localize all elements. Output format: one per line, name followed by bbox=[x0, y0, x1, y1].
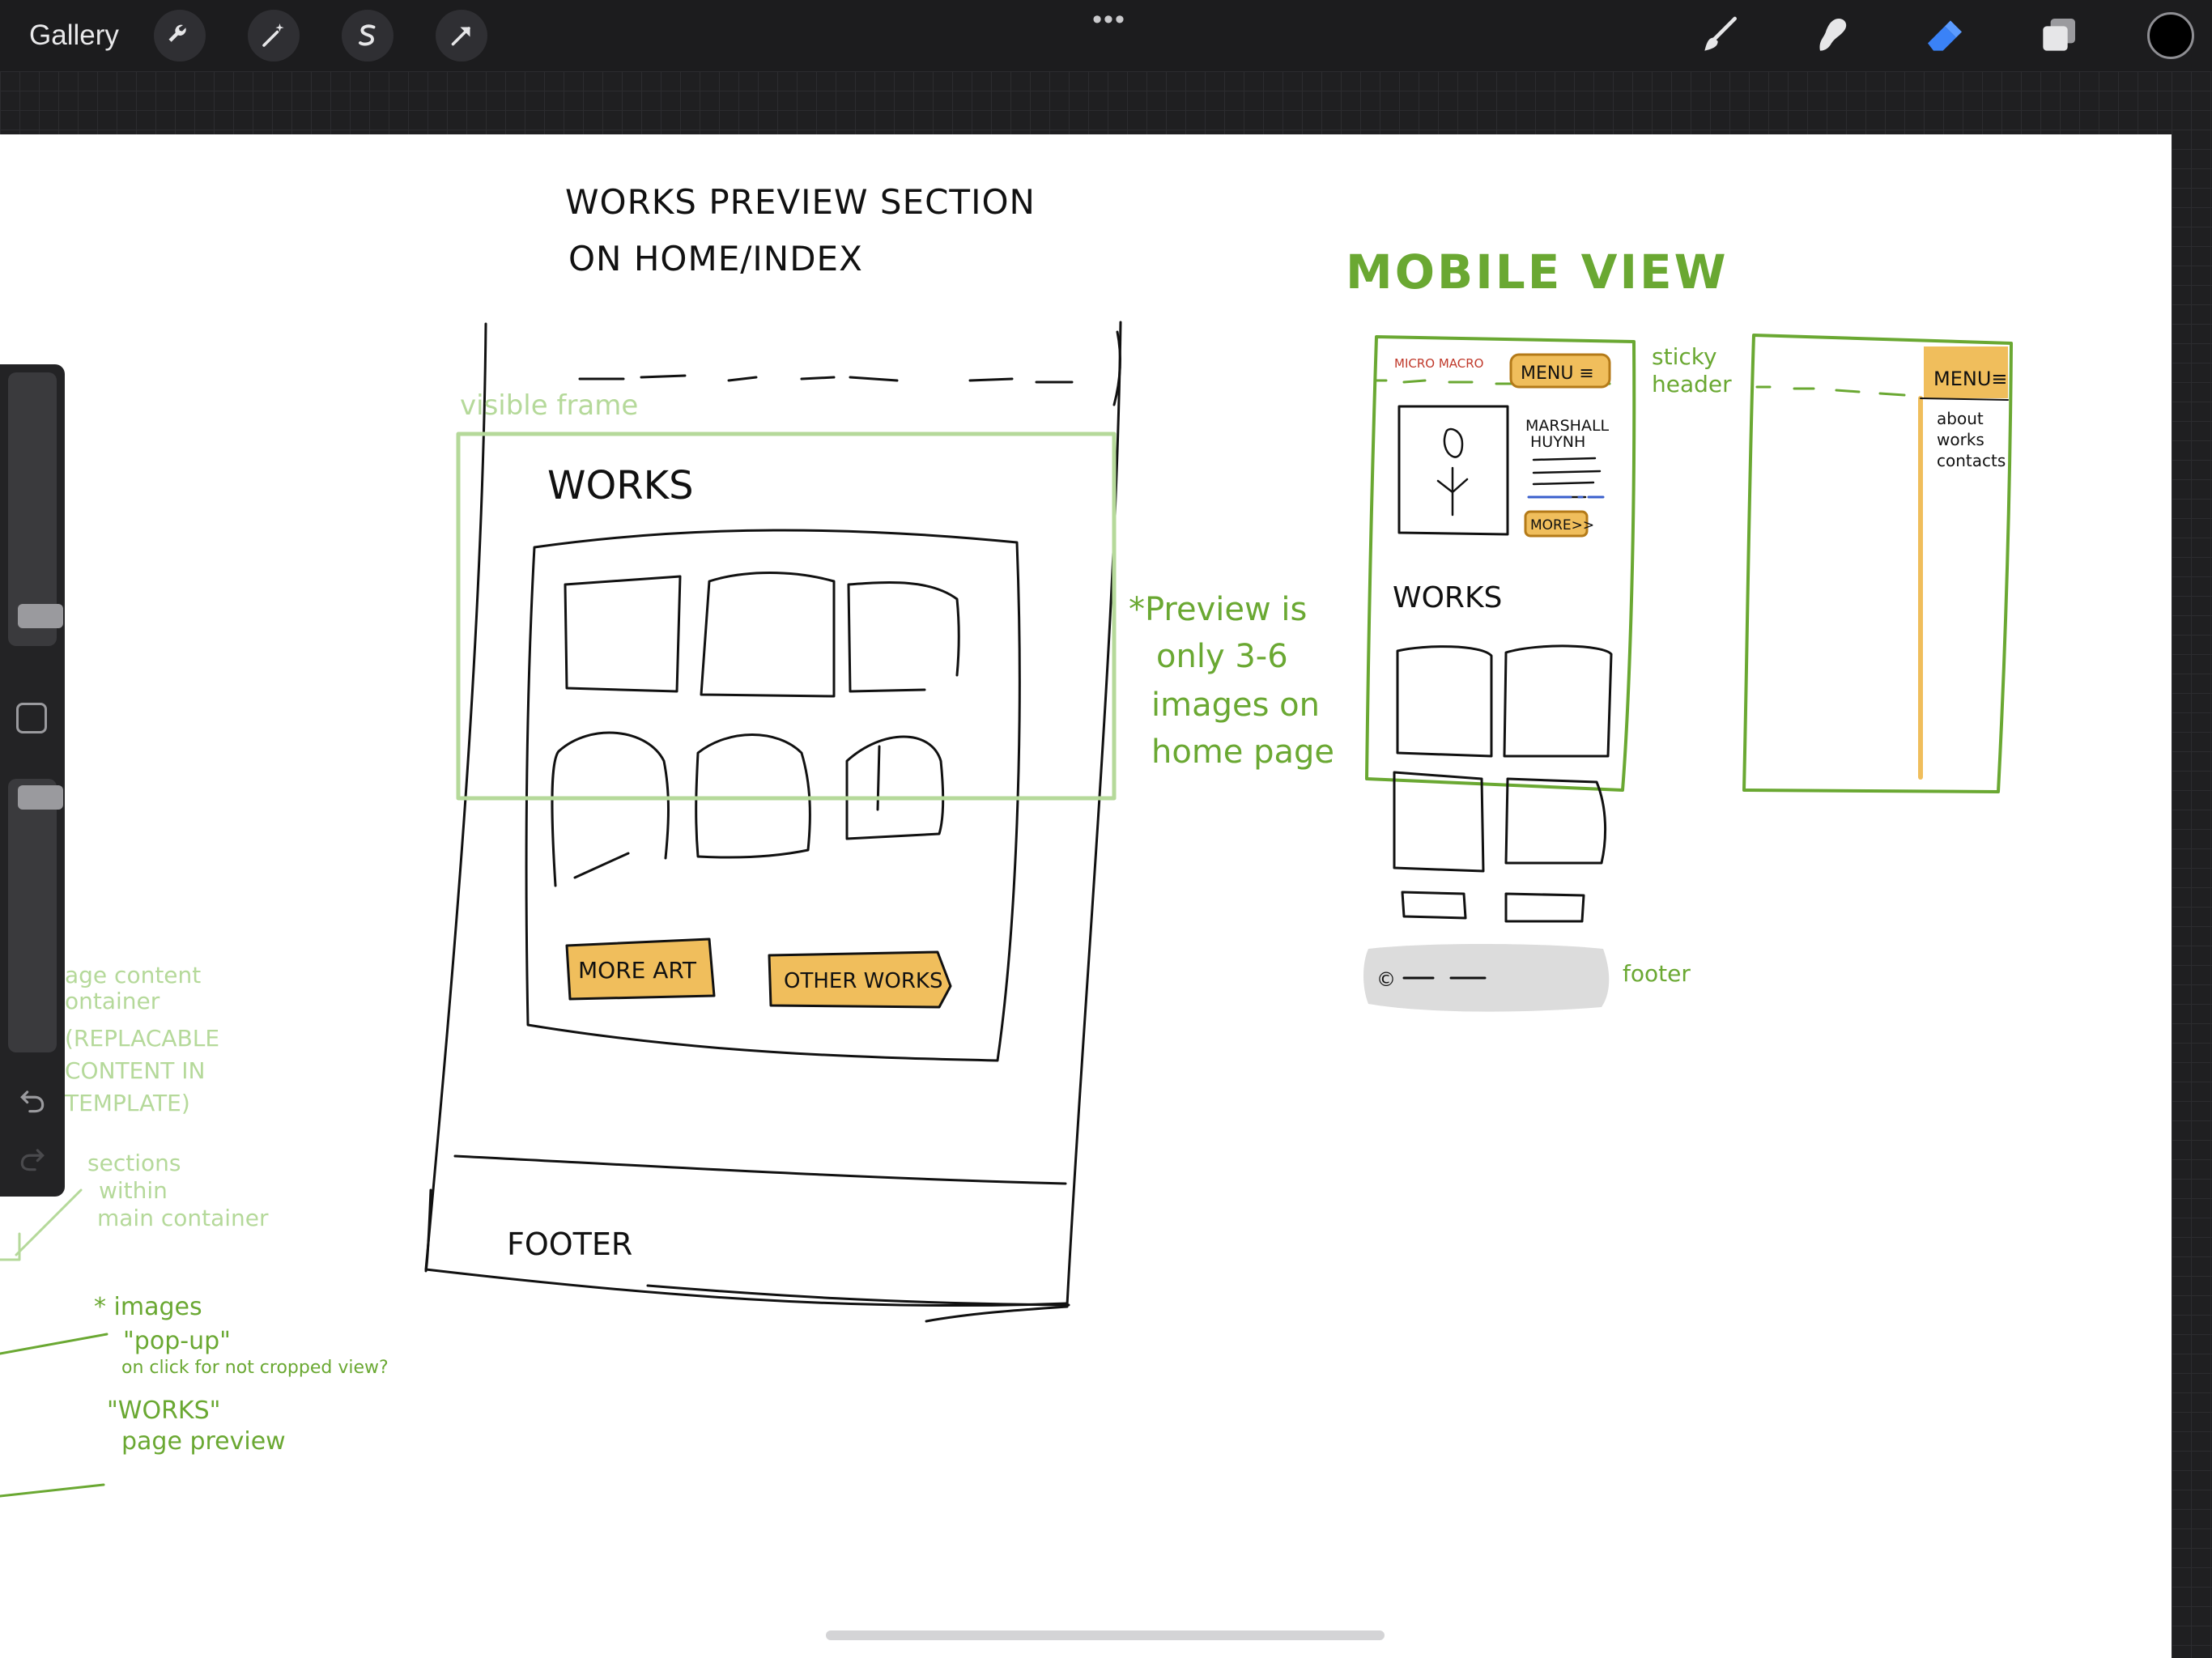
magic-wand-icon bbox=[262, 23, 284, 47]
brush-size-slider[interactable] bbox=[8, 372, 63, 646]
preview-note-line4: home page bbox=[1151, 733, 1334, 771]
home-indicator[interactable] bbox=[826, 1630, 1385, 1640]
images-note-line3: on click for not cropped view? bbox=[121, 1358, 389, 1378]
visible-frame-label: visible frame bbox=[460, 389, 638, 422]
brush-tool-button[interactable] bbox=[1695, 11, 1744, 60]
images-note-line2: "pop-up" bbox=[123, 1327, 231, 1355]
page-content-note-line3: (REPLACABLE bbox=[65, 1025, 219, 1052]
sections-note: sections within main container bbox=[87, 1150, 269, 1231]
mobile-view-title: MOBILE VIEW bbox=[1346, 244, 1729, 300]
mobile-menu-item-works: works bbox=[1937, 430, 1984, 449]
wrench-icon bbox=[168, 24, 186, 42]
arrow-cursor-icon bbox=[451, 27, 470, 46]
images-popup-note: * images "pop-up" on click for not cropp… bbox=[94, 1293, 389, 1456]
color-picker-button[interactable] bbox=[2147, 12, 2194, 59]
sections-note-line3: main container bbox=[97, 1205, 269, 1231]
actions-button[interactable] bbox=[154, 10, 206, 62]
mobile-menu-open-label: MENU≡ bbox=[1933, 368, 2008, 390]
more-art-button: MORE ART bbox=[565, 937, 716, 1001]
undo-icon bbox=[20, 1090, 45, 1113]
layers-icon bbox=[2043, 19, 2075, 51]
brush-icon bbox=[1704, 16, 1737, 51]
sections-pointer-line bbox=[0, 1188, 83, 1261]
images-note-line5: page preview bbox=[121, 1427, 286, 1456]
page-content-note-line1: age content bbox=[65, 962, 201, 988]
sections-note-line2: within bbox=[99, 1177, 168, 1204]
brush-size-thumb[interactable] bbox=[18, 604, 63, 628]
redo-button[interactable] bbox=[15, 1141, 50, 1177]
canvas-border-strip bbox=[0, 71, 2212, 134]
footer-label: FOOTER bbox=[507, 1226, 632, 1262]
mobile-footer-copyright: © bbox=[1376, 968, 1396, 991]
images-note-pointer-lines bbox=[0, 1333, 108, 1498]
mobile-menu-label: MENU ≡ bbox=[1521, 363, 1594, 384]
gallery-button[interactable]: Gallery bbox=[29, 19, 119, 51]
page-content-note: age content ontainer (REPLACABLE CONTENT… bbox=[64, 962, 219, 1116]
mobile-footer-bar bbox=[1363, 944, 1610, 1012]
preview-note-line3: images on bbox=[1151, 687, 1320, 724]
drawing-canvas[interactable]: WORKS PREVIEW SECTION ON HOME/INDEX visi… bbox=[0, 134, 2172, 1658]
preview-note-line1: *Preview is bbox=[1129, 591, 1307, 628]
adjustments-button[interactable] bbox=[248, 10, 300, 62]
undo-button[interactable] bbox=[15, 1083, 50, 1119]
other-works-label: OTHER WORKS bbox=[784, 969, 942, 993]
images-note-line1: * images bbox=[94, 1293, 202, 1321]
eraser-tool-button[interactable] bbox=[1921, 11, 1969, 60]
mobile-menu-open-header bbox=[1924, 346, 2008, 398]
more-options-button[interactable]: ••• bbox=[1092, 4, 1126, 35]
sketch-drawing: WORKS PREVIEW SECTION ON HOME/INDEX visi… bbox=[0, 182, 2013, 1498]
selection-s-icon bbox=[359, 24, 376, 46]
sticky-label-line2: header bbox=[1652, 371, 1732, 397]
sketch-title-line1: WORKS PREVIEW SECTION bbox=[565, 182, 1036, 222]
preview-note: *Preview is only 3-6 images on home page bbox=[1129, 591, 1334, 771]
page-content-note-line2: ontainer bbox=[65, 988, 160, 1014]
mobile-menu-button bbox=[1509, 353, 1611, 389]
redo-icon bbox=[20, 1149, 45, 1171]
preview-note-line2: only 3-6 bbox=[1156, 638, 1288, 675]
top-toolbar: Gallery ••• bbox=[0, 0, 2212, 71]
other-works-button: OTHER WORKS bbox=[768, 950, 952, 1009]
sketch-title-line2: ON HOME/INDEX bbox=[568, 239, 863, 278]
mobile-more-button bbox=[1524, 510, 1589, 538]
page-content-note-line4: CONTENT IN bbox=[65, 1057, 205, 1084]
visible-frame-box bbox=[456, 432, 1117, 801]
mobile-name-line1: MARSHALL bbox=[1525, 417, 1610, 435]
eraser-icon bbox=[1928, 20, 1962, 51]
mobile-menu-item-contacts: contacts bbox=[1937, 451, 2006, 470]
modify-button[interactable] bbox=[16, 703, 47, 733]
mobile-menu-item-about: about bbox=[1937, 409, 1984, 428]
smudge-icon bbox=[1819, 19, 1847, 51]
mobile-name-line2: HUYNH bbox=[1530, 433, 1585, 451]
desktop-wireframe bbox=[424, 321, 1122, 1323]
mobile-logo: MICRO MACRO bbox=[1394, 356, 1483, 371]
page-content-note-line5: TEMPLATE) bbox=[64, 1090, 190, 1116]
works-heading: WORKS bbox=[547, 463, 694, 508]
mobile-works-heading: WORKS bbox=[1393, 581, 1502, 614]
more-art-label: MORE ART bbox=[578, 957, 697, 984]
sections-note-line1: sections bbox=[87, 1150, 181, 1176]
left-sidebar bbox=[0, 364, 65, 1197]
selection-button[interactable] bbox=[342, 10, 393, 62]
images-note-line4: "WORKS" bbox=[107, 1397, 220, 1425]
sticky-label-line1: sticky bbox=[1652, 343, 1717, 370]
smudge-tool-button[interactable] bbox=[1807, 11, 1856, 60]
layers-button[interactable] bbox=[2034, 11, 2082, 60]
opacity-slider[interactable] bbox=[8, 779, 63, 1052]
opacity-thumb[interactable] bbox=[18, 785, 63, 810]
transform-button[interactable] bbox=[436, 10, 487, 62]
canvas-right-gutter bbox=[2172, 71, 2212, 1658]
mobile-more-label: MORE>> bbox=[1530, 517, 1594, 534]
mobile-wireframe-home: MICRO MACRO MENU ≡ MARSHALL HUYNH MORE>>… bbox=[1363, 335, 1636, 1012]
mobile-wireframe-menu-open: MENU≡ about works contacts bbox=[1742, 334, 2013, 793]
mobile-footer-label: footer bbox=[1623, 960, 1691, 987]
